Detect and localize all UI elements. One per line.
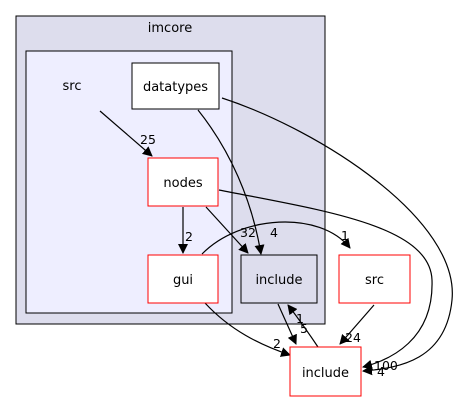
node-nodes-label: nodes — [163, 176, 202, 191]
edge-label-nodes-include-outside: 100 — [374, 358, 398, 373]
edge-label-include-outside-include-inner: 1 — [296, 311, 304, 326]
edge-gui-to-include-outside — [204, 302, 291, 357]
edge-label-gui-include-outside: 2 — [273, 336, 281, 351]
node-include-inner-label: include — [255, 273, 302, 288]
node-datatypes[interactable]: datatypes — [131, 62, 220, 110]
edge-label-src-nodes: 25 — [140, 132, 156, 147]
cluster-imcore-label: imcore — [148, 21, 192, 36]
edge-datatypes-to-include-inner — [197, 109, 265, 255]
node-include-outside[interactable]: include — [289, 346, 362, 397]
edge-src-outside-to-include-outside — [339, 304, 375, 345]
edge-label-nodes-include-inner: 32 — [240, 225, 256, 240]
node-gui[interactable]: gui — [147, 254, 219, 304]
edge-datatypes-to-include-outside — [221, 97, 453, 376]
node-include-outside-label: include — [302, 366, 349, 381]
edge-label-datatypes-include-inner: 4 — [270, 225, 278, 240]
cluster-src-label: src — [63, 79, 82, 94]
edge-label-src-outside-include-outside: 24 — [345, 330, 361, 345]
node-src-outside-label: src — [365, 273, 384, 288]
edge-label-include-inner-include-outside: 5 — [300, 321, 308, 336]
node-include-inner[interactable]: include — [240, 254, 318, 304]
edge-label-nodes-gui: 2 — [185, 229, 193, 244]
edge-include-inner-to-include-outside — [277, 303, 297, 345]
edge-gui-to-src-outside — [201, 221, 351, 255]
node-nodes[interactable]: nodes — [147, 157, 219, 207]
edge-src-to-nodes — [99, 110, 153, 157]
node-gui-label: gui — [173, 273, 193, 288]
node-datatypes-label: datatypes — [143, 80, 208, 95]
edge-nodes-to-include-outside — [218, 189, 433, 370]
edge-label-datatypes-include-outside: 4 — [377, 364, 385, 379]
node-src-outside[interactable]: src — [338, 254, 411, 304]
edge-include-outside-to-include-inner — [287, 304, 321, 351]
edge-label-gui-src-outside: 1 — [341, 228, 349, 243]
edge-nodes-to-include-inner — [205, 206, 249, 254]
